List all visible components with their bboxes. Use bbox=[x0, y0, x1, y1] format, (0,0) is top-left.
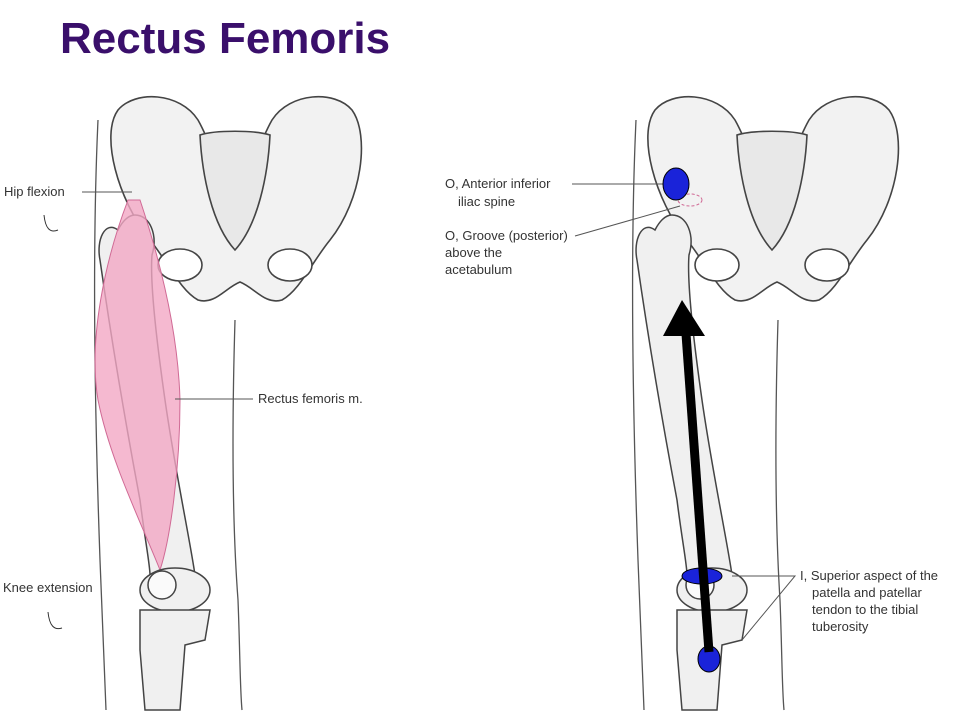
knee-extension-label: Knee extension bbox=[3, 580, 93, 595]
origin1-label: O, Anterior inferior iliac spine bbox=[445, 176, 554, 209]
rectus-femoris-label: Rectus femoris m. bbox=[258, 391, 363, 406]
leg-outline-right bbox=[232, 319, 243, 711]
insertion-leader bbox=[732, 575, 797, 641]
origin2-label: O, Groove (posterior) above the acetabul… bbox=[445, 228, 571, 277]
leg-outline-left bbox=[632, 119, 645, 711]
pelvis bbox=[110, 95, 363, 302]
knee-bones-left bbox=[139, 567, 211, 711]
insertion-label: I, Superior aspect of the patella and pa… bbox=[800, 568, 942, 634]
leg-outline-right bbox=[775, 319, 785, 711]
pull-arrow-shaft bbox=[681, 333, 714, 653]
left-panel: Hip flexion Rectus femoris m. Knee exten… bbox=[3, 95, 363, 711]
origin-marker bbox=[662, 167, 690, 201]
curved-arrow-icon bbox=[43, 214, 59, 232]
pelvis bbox=[647, 95, 900, 302]
femur bbox=[635, 214, 733, 576]
curved-arrow-icon bbox=[47, 611, 63, 630]
pull-arrow-head-icon bbox=[663, 300, 705, 336]
page-title: Rectus Femoris bbox=[60, 14, 391, 63]
leg-outline-left bbox=[94, 119, 107, 711]
groove-marker bbox=[677, 193, 703, 207]
origin2-leader bbox=[574, 205, 681, 237]
right-panel: O, Anterior inferior iliac spine O, Groo… bbox=[445, 95, 942, 711]
hip-flexion-label: Hip flexion bbox=[4, 184, 65, 199]
